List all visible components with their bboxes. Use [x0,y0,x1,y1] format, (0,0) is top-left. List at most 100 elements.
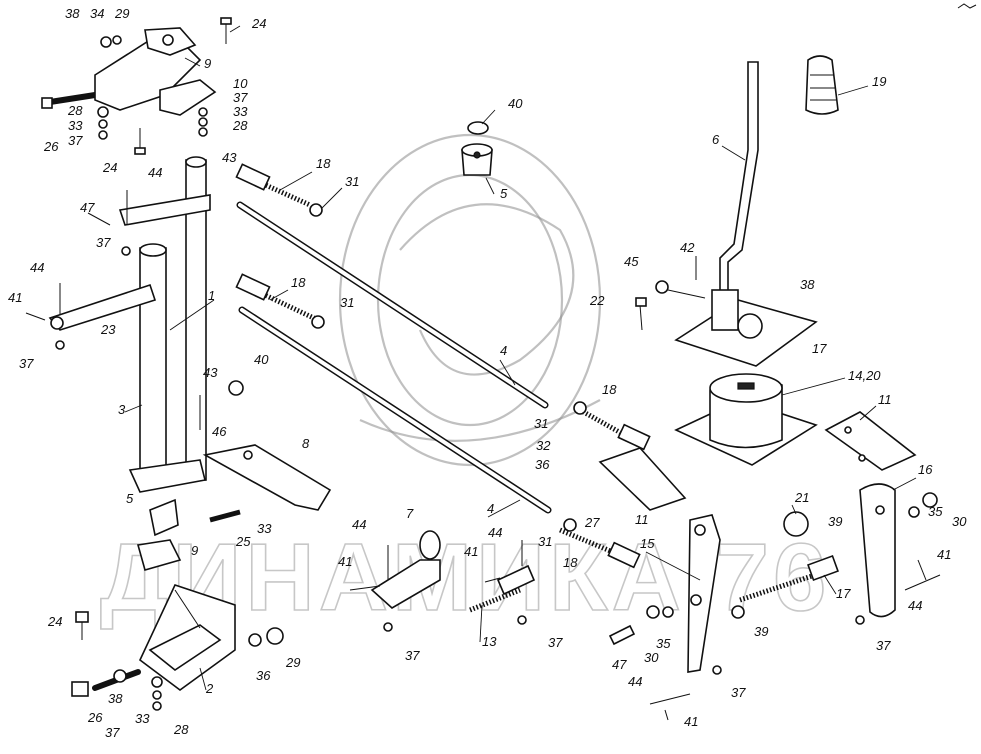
callout-16: 16 [918,462,933,477]
coupling-top [461,121,493,176]
callout-44: 44 [488,525,502,540]
callout-37: 37 [731,685,746,700]
callout-4: 4 [500,343,507,358]
callout-6: 6 [712,132,720,147]
callout-11: 11 [635,512,649,527]
callout-21: 21 [794,490,809,505]
callout-44: 44 [148,165,162,180]
leader-lines [124,25,917,691]
callout-37: 37 [68,133,83,148]
callout-44: 44 [352,517,366,532]
callout-47: 47 [80,200,95,215]
callout-33: 33 [233,104,248,119]
callout-37: 37 [548,635,563,650]
callout-11: 11 [878,392,892,407]
callout-29: 29 [285,655,300,670]
callout-41: 41 [684,714,698,729]
callout-29: 29 [114,6,129,21]
callout-7: 7 [406,506,414,521]
callout-33: 33 [257,521,272,536]
callout-26: 26 [87,710,103,725]
callout-30: 30 [952,514,967,529]
callout-10: 10 [233,76,248,91]
callout-31: 31 [538,534,552,549]
callout-37: 37 [105,725,120,740]
callout-44: 44 [30,260,44,275]
callout-13: 13 [482,634,497,649]
callout-30: 30 [644,650,659,665]
callout-17: 17 [812,341,827,356]
callout-18: 18 [291,275,306,290]
callout-14-20: 14,20 [848,368,881,383]
callout-2: 2 [205,681,214,696]
callout-24: 24 [251,16,266,31]
callout-37: 37 [96,235,111,250]
callout-33: 33 [135,711,150,726]
callout-44: 44 [628,674,642,689]
callout-37: 37 [233,90,248,105]
callout-31: 31 [340,295,354,310]
callout-47: 47 [612,657,627,672]
callout-9: 9 [204,56,211,71]
callout-25: 25 [235,534,251,549]
callout-39: 39 [828,514,842,529]
callout-33: 33 [68,118,83,133]
callout-38: 38 [65,6,80,21]
lower-bracket-2 [71,584,284,711]
callout-19: 19 [872,74,886,89]
callout-23: 23 [100,322,116,337]
callout-40: 40 [508,96,523,111]
callout-45: 45 [624,254,639,269]
callout-38: 38 [108,691,123,706]
lever-15-assembly [608,511,839,721]
callout-22: 22 [589,293,605,308]
callout-38: 38 [800,277,815,292]
callout-28: 28 [173,722,189,737]
callout-41: 41 [937,547,951,562]
callout-39: 39 [754,624,768,639]
callout-9: 9 [191,543,198,558]
callout-24: 24 [47,614,62,629]
callout-18: 18 [563,555,578,570]
callout-36: 36 [256,668,271,683]
upper-bracket-assembly [41,17,232,155]
bird-mark-icon [957,3,977,9]
lever-7 [349,530,536,632]
callout-26: 26 [43,139,59,154]
lever-16 [855,483,941,625]
callout-5: 5 [500,186,508,201]
callout-46: 46 [212,424,227,439]
callout-36: 36 [535,457,550,472]
callout-35: 35 [928,504,943,519]
callout-5: 5 [126,491,134,506]
callout-37: 37 [405,648,420,663]
callout-4: 4 [487,501,494,516]
callout-27: 27 [584,515,600,530]
gear-lever [719,55,839,301]
callout-18: 18 [316,156,331,171]
callout-32: 32 [536,438,551,453]
callout-28: 28 [67,103,83,118]
callout-1: 1 [208,288,215,303]
callout-3: 3 [118,402,126,417]
callout-40: 40 [254,352,269,367]
lever-8 [202,444,332,523]
callout-24: 24 [102,160,117,175]
bracket-11 [598,411,917,511]
callout-43: 43 [222,150,237,165]
callout-42: 42 [680,240,695,255]
callout-37: 37 [876,638,891,653]
tie-rods [235,163,651,569]
callout-44: 44 [908,598,922,613]
callout-34: 34 [90,6,104,21]
callout-15: 15 [640,536,655,551]
callout-8: 8 [302,436,310,451]
callout-41: 41 [464,544,478,559]
callout-35: 35 [656,636,671,651]
shift-shaft-assembly [25,156,244,571]
lever-housing [635,256,818,466]
callout-31: 31 [534,416,548,431]
